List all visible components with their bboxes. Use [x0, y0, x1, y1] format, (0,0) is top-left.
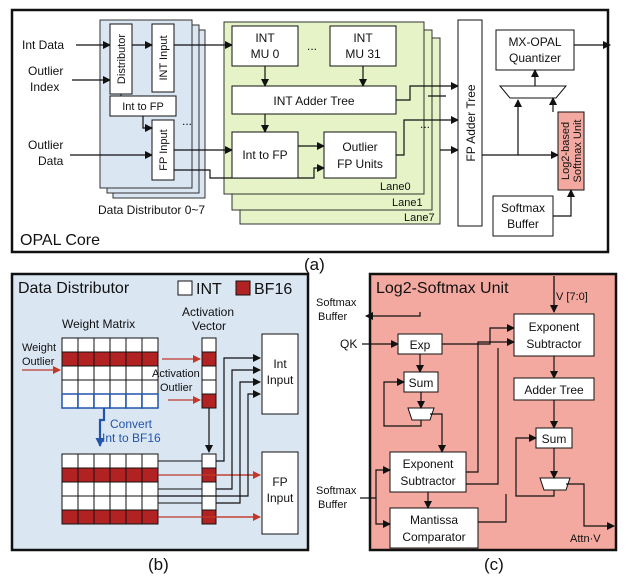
exp-sub-right-label-2: Subtractor	[526, 337, 581, 351]
distributor-ellipsis: ...	[182, 114, 192, 128]
panel-a: Int Data Outlier Index Outlier Data Dist…	[10, 8, 611, 274]
int-data-label: Int Data	[22, 38, 64, 52]
fp-adder-tree-label: FP Adder Tree	[464, 84, 478, 161]
b-fp-input-block	[261, 451, 299, 535]
distributor-label: Distributor	[116, 34, 128, 84]
b-int-input-block	[261, 333, 299, 415]
int-mu31-block	[329, 25, 397, 67]
c-softmax-buffer-top-1: Softmax	[316, 297, 357, 309]
outlier-fp-label-1: Outlier	[342, 140, 377, 154]
exp-label: Exp	[410, 338, 431, 352]
int-mu31-label-1: INT	[353, 31, 373, 45]
panel-b: Data Distributor INT BF16 Weight Matrix …	[10, 272, 310, 574]
weight-outlier-label-1: Weight	[22, 342, 56, 354]
lane-ellipsis: ...	[420, 117, 430, 131]
weight-matrix-label: Weight Matrix	[62, 317, 135, 331]
caption-b: (b)	[148, 555, 169, 574]
int-adder-tree-block	[231, 85, 397, 115]
c-softmax-buffer-bot-2: Buffer	[318, 499, 347, 511]
weight-matrix-top	[61, 337, 159, 409]
fp-input-label: FP Input	[158, 129, 170, 170]
exp-sub-left-label-2: Subtractor	[400, 474, 455, 488]
activation-label-1: Activation	[182, 305, 234, 319]
output-mux	[498, 85, 568, 99]
lane-int-to-fp-label: Int to FP	[242, 148, 287, 162]
int-input-block	[151, 23, 175, 93]
mux1	[407, 407, 435, 421]
adder-tree-label: Adder Tree	[524, 383, 584, 397]
caption-a: (a)	[304, 255, 325, 274]
mantissa-label-1: Mantissa	[410, 513, 458, 527]
mux2	[539, 477, 571, 491]
lane-int-to-fp-block	[231, 131, 299, 179]
data-distributor-caption: Data Distributor 0~7	[98, 203, 205, 217]
int-input-label: INT Input	[158, 35, 170, 80]
int-mu0-label-2: MU 0	[251, 47, 280, 61]
outlier-index-label-1: Outlier	[28, 64, 63, 78]
convert-label-1: Convert	[110, 417, 153, 431]
outlier-index-label-2: Index	[30, 80, 59, 94]
softmax-buffer-label-1: Softmax	[501, 201, 545, 215]
weight-outlier-label-2: Outlier	[22, 356, 55, 368]
qk-label: QK	[340, 337, 357, 351]
act-outlier-label-2: Outlier	[160, 382, 193, 394]
b-fp-input-label-1: FP	[272, 475, 287, 489]
mx-opal-quantizer-block	[495, 29, 575, 71]
legend-bf16-swatch	[235, 280, 251, 296]
v-label: V [7:0]	[556, 291, 588, 303]
activation-vector-top	[201, 337, 217, 409]
outlier-fp-units-block	[323, 131, 397, 179]
legend-bf16-label: BF16	[254, 281, 292, 298]
act-outlier-label-1: Activation	[152, 368, 200, 380]
c-softmax-buffer-top-2: Buffer	[318, 311, 347, 323]
mu-ellipsis: ...	[307, 39, 317, 53]
b-int-input-label-2: Input	[267, 373, 294, 387]
int-mu0-block	[231, 25, 299, 67]
log2-softmax-label-1: Log2-based	[560, 122, 572, 180]
mantissa-comparator-block	[389, 507, 479, 549]
convert-label-2: Int to BF16	[102, 431, 161, 445]
int-to-fp-label: Int to FP	[122, 101, 164, 113]
mantissa-label-2: Comparator	[402, 530, 465, 544]
b-int-input-label-1: Int	[273, 357, 287, 371]
panel-c: Log2-Softmax Unit Softmax Buffer QK V [7…	[316, 272, 618, 574]
outlier-data-label-2: Data	[38, 154, 64, 168]
legend-int-label: INT	[196, 281, 222, 298]
lane0-label: Lane0	[380, 181, 411, 193]
sum1-label: Sum	[409, 376, 434, 390]
c-softmax-buffer-bot-1: Softmax	[316, 485, 357, 497]
fp-adder-tree-block	[457, 19, 483, 227]
outlier-data-label-1: Outlier	[28, 138, 63, 152]
mx-opal-label-1: MX-OPAL	[508, 35, 561, 49]
exp-sub-left-label-1: Exponent	[403, 457, 454, 471]
int-adder-tree-label: INT Adder Tree	[273, 94, 354, 108]
int-mu31-label-2: MU 31	[345, 47, 381, 61]
activation-label-2: Vector	[192, 319, 226, 333]
panel-b-title: Data Distributor	[18, 280, 130, 297]
int-mu0-label-1: INT	[255, 31, 275, 45]
sum2-label: Sum	[542, 432, 567, 446]
lane7-label: Lane7	[404, 212, 435, 224]
activation-vector-bottom	[201, 453, 217, 525]
softmax-buffer-block	[492, 195, 554, 237]
opal-core-label: OPAL Core	[20, 232, 100, 249]
attn-v-label: Attn·V	[570, 533, 601, 545]
b-fp-input-label-2: Input	[267, 491, 294, 505]
log2-softmax-label-2: Softmax Unit	[572, 120, 584, 183]
mx-opal-label-2: Quantizer	[509, 51, 561, 65]
panel-c-title: Log2-Softmax Unit	[376, 280, 509, 297]
data-distributor-panel	[10, 272, 310, 552]
legend-int-swatch	[177, 280, 193, 296]
outlier-fp-label-2: FP Units	[337, 157, 383, 171]
caption-c: (c)	[484, 555, 504, 574]
softmax-buffer-label-2: Buffer	[507, 217, 539, 231]
exp-sub-right-label-1: Exponent	[529, 320, 580, 334]
lane1-label: Lane1	[392, 197, 423, 209]
log2-softmax-block	[557, 111, 585, 191]
weight-matrix-bottom	[61, 453, 159, 525]
